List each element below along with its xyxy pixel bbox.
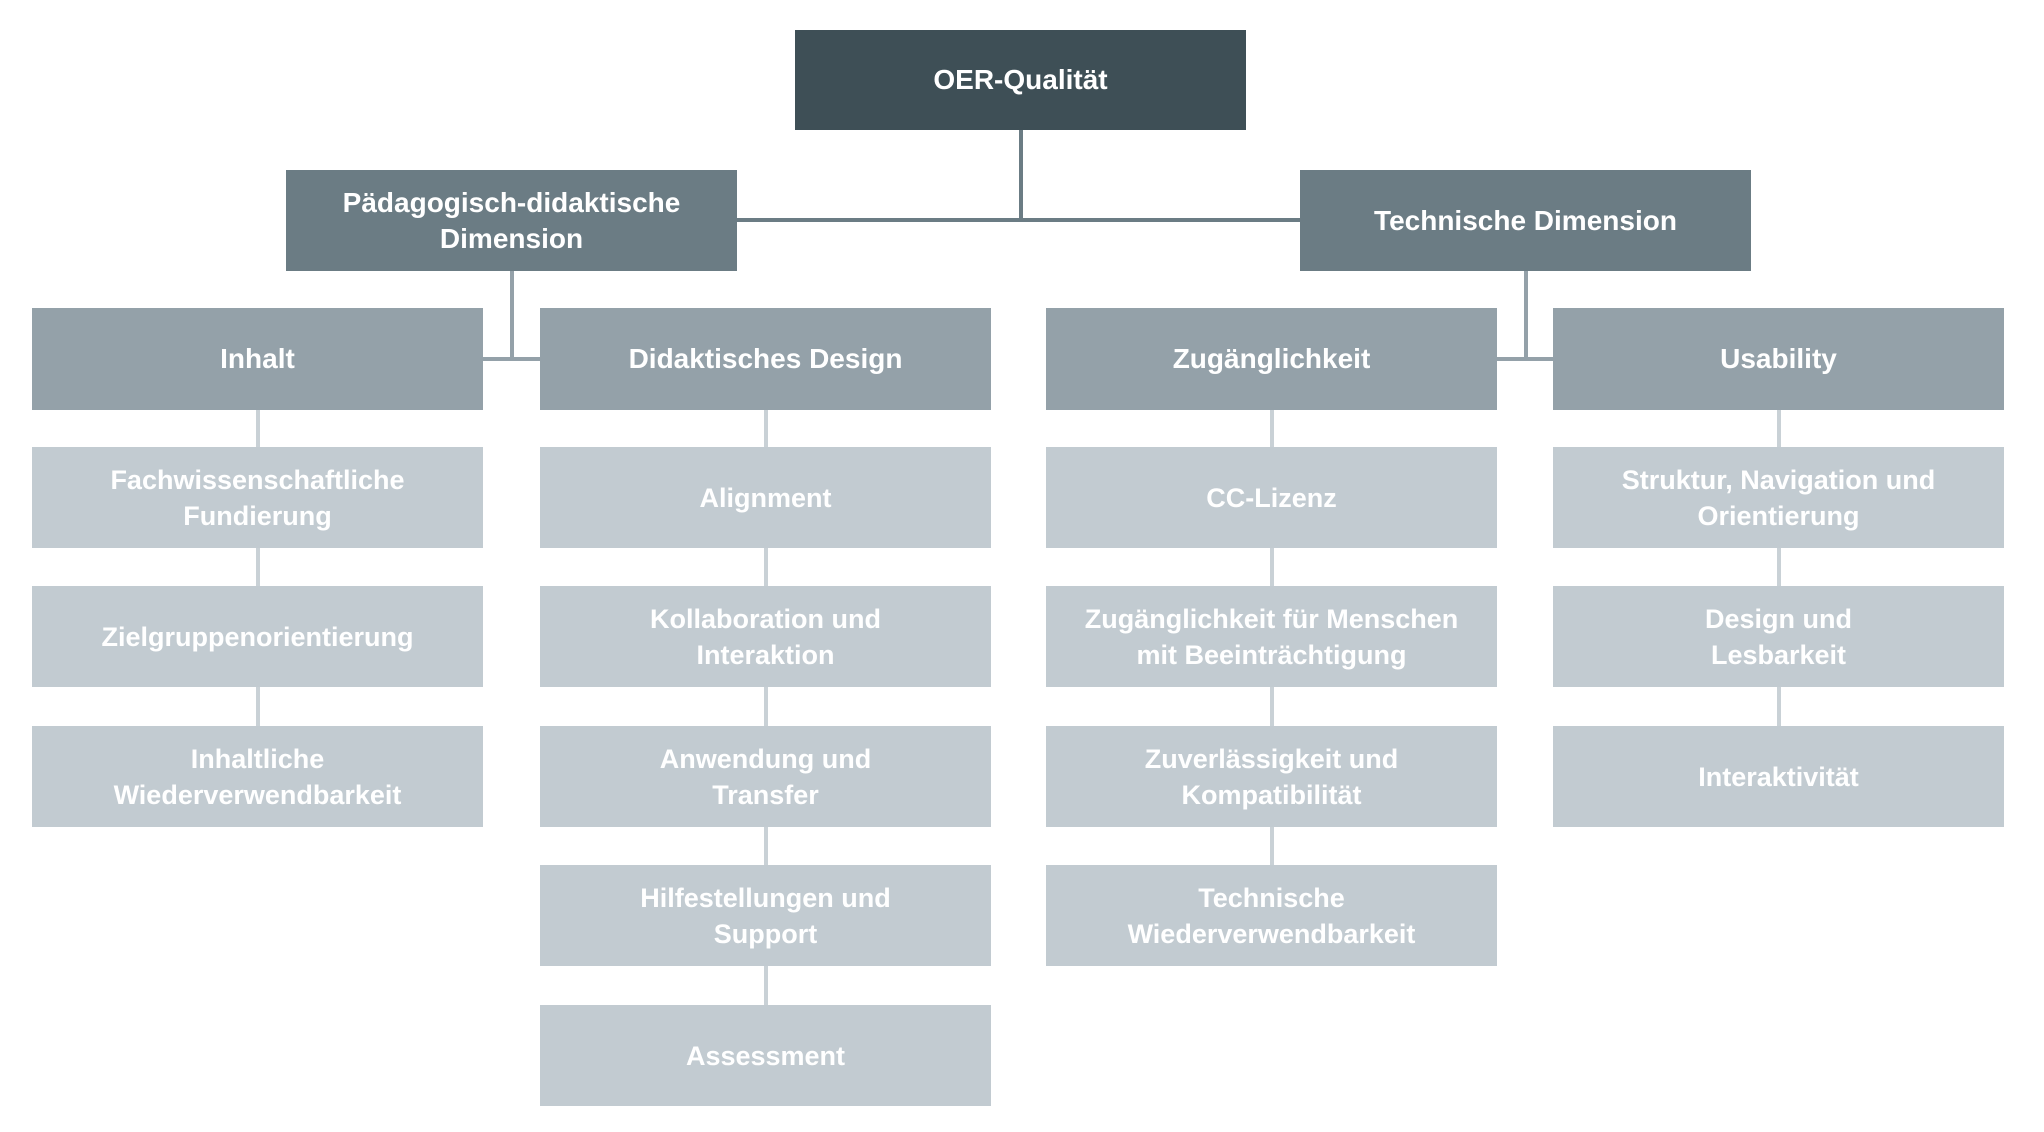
node-item-fachwissenschaftliche-fundierung: Fachwissenschaftliche Fundierung xyxy=(32,447,483,548)
node-paedagogisch-didaktische-dimension: Pädagogisch-didaktische Dimension xyxy=(286,170,737,271)
connector-technisch-vertical xyxy=(1524,271,1528,361)
node-header-inhalt: Inhalt xyxy=(32,308,483,410)
node-item-inhaltliche-wiederverwendbarkeit: Inhaltliche Wiederverwendbarkeit xyxy=(32,726,483,827)
connector-col1-gap1 xyxy=(256,410,260,447)
node-item-alignment: Alignment xyxy=(540,447,991,548)
node-technische-dimension: Technische Dimension xyxy=(1300,170,1751,271)
node-item-kollaboration-und-interaktion: Kollaboration und Interaktion xyxy=(540,586,991,687)
node-item-interaktivitaet: Interaktivität xyxy=(1553,726,2004,827)
node-header-usability: Usability xyxy=(1553,308,2004,410)
connector-col3-gap3 xyxy=(1270,687,1274,726)
node-item-struktur-navigation-orientierung: Struktur, Navigation und Orientierung xyxy=(1553,447,2004,548)
connector-col3-gap1 xyxy=(1270,410,1274,447)
connector-col2-gap2 xyxy=(764,548,768,586)
connector-col1-gap2 xyxy=(256,548,260,586)
node-item-hilfestellungen-und-support: Hilfestellungen und Support xyxy=(540,865,991,966)
connector-col2-gap1 xyxy=(764,410,768,447)
connector-paedagogisch-vertical xyxy=(510,271,514,361)
connector-col3-gap2 xyxy=(1270,548,1274,586)
connector-col2-gap3 xyxy=(764,687,768,726)
connector-col1-gap3 xyxy=(256,687,260,726)
connector-dimensions-horizontal xyxy=(737,218,1300,222)
node-header-zugaenglichkeit: Zugänglichkeit xyxy=(1046,308,1497,410)
connector-col3-gap4 xyxy=(1270,827,1274,865)
node-item-zuverlaessigkeit-und-kompatibilitaet: Zuverlässigkeit und Kompatibilität xyxy=(1046,726,1497,827)
connector-technisch-horizontal xyxy=(1497,357,1553,361)
node-item-technische-wiederverwendbarkeit: Technische Wiederverwendbarkeit xyxy=(1046,865,1497,966)
node-item-design-und-lesbarkeit: Design und Lesbarkeit xyxy=(1553,586,2004,687)
connector-col2-gap5 xyxy=(764,966,768,1005)
node-header-didaktisches-design: Didaktisches Design xyxy=(540,308,991,410)
node-oer-qualitaet: OER-Qualität xyxy=(795,30,1246,130)
connector-col2-gap4 xyxy=(764,827,768,865)
connector-col4-gap1 xyxy=(1777,410,1781,447)
connector-col4-gap2 xyxy=(1777,548,1781,586)
node-item-zielgruppenorientierung: Zielgruppenorientierung xyxy=(32,586,483,687)
node-item-assessment: Assessment xyxy=(540,1005,991,1106)
connector-root-vertical xyxy=(1019,130,1023,222)
connector-paedagogisch-horizontal xyxy=(483,357,540,361)
node-item-anwendung-und-transfer: Anwendung und Transfer xyxy=(540,726,991,827)
node-item-zugaenglichkeit-fuer-menschen: Zugänglichkeit für Menschen mit Beeinträ… xyxy=(1046,586,1497,687)
connector-col4-gap3 xyxy=(1777,687,1781,726)
node-item-cc-lizenz: CC-Lizenz xyxy=(1046,447,1497,548)
